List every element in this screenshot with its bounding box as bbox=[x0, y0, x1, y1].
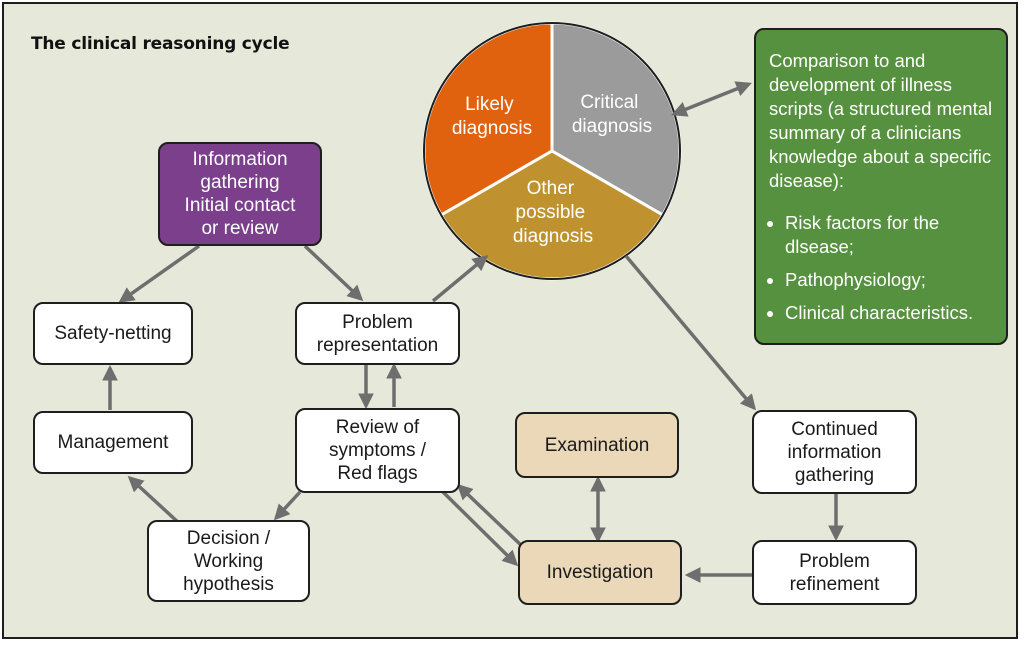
illness-scripts-intro: Comparison to and development of illness… bbox=[769, 50, 993, 191]
illness-scripts-item: Pathophysiology; bbox=[785, 268, 996, 292]
node-management: Management bbox=[33, 411, 193, 474]
flow-arrows bbox=[102, 81, 844, 583]
arrow-problem-rep-to-pie bbox=[431, 254, 489, 303]
arrow-pie-to-continued bbox=[624, 254, 757, 411]
arrow-info-to-safety bbox=[118, 244, 201, 303]
illness-scripts-item: Risk factors for the dlsease; bbox=[785, 211, 996, 259]
illness-scripts-panel: Comparison to and development of illness… bbox=[754, 28, 1008, 345]
arrow-review-to-decision bbox=[273, 490, 302, 521]
node-problem-refinement: Problem refinement bbox=[752, 540, 917, 605]
illness-scripts-item: Clinical characteristics. bbox=[785, 301, 996, 325]
arrow-investigation-to-review bbox=[456, 483, 524, 548]
diagram-graphics: Likely diagnosis Critical diagnosis Othe… bbox=[102, 21, 844, 583]
node-information-gathering: Information gathering Initial contact or… bbox=[158, 142, 322, 246]
arrow-info-to-problem-rep bbox=[303, 244, 364, 302]
node-review-of-symptoms: Review of symptoms / Red flags bbox=[295, 408, 460, 493]
page-title: The clinical reasoning cycle bbox=[31, 34, 290, 54]
arrow-review-to-investigation bbox=[440, 489, 519, 567]
diagnosis-pie: Likely diagnosis Critical diagnosis Othe… bbox=[422, 21, 682, 281]
arrow-decision-to-management bbox=[127, 475, 182, 526]
node-investigation: Investigation bbox=[518, 540, 682, 605]
node-decision-working-hypothesis: Decision / Working hypothesis bbox=[147, 520, 310, 602]
node-continued-information-gathering: Continued information gathering bbox=[752, 410, 917, 494]
node-problem-representation: Problem representation bbox=[295, 302, 460, 365]
pie-label-critical: Critical diagnosis bbox=[572, 92, 652, 137]
pie-label-other: Other possible diagnosis bbox=[513, 178, 593, 247]
node-examination: Examination bbox=[515, 412, 679, 478]
illness-scripts-list: Risk factors for the dlsease; Pathophysi… bbox=[769, 211, 996, 325]
arrow-pie-critical-panel bbox=[671, 81, 752, 117]
node-safety-netting: Safety-netting bbox=[33, 302, 193, 365]
pie-label-likely: Likely diagnosis bbox=[452, 94, 532, 139]
diagram-canvas: Likely diagnosis Critical diagnosis Othe… bbox=[2, 2, 1018, 639]
